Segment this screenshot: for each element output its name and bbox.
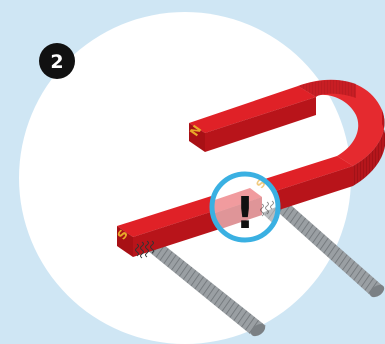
step-badge: 2 xyxy=(39,43,75,79)
warning-icon: ! xyxy=(235,188,255,239)
step-number: 2 xyxy=(50,51,63,73)
